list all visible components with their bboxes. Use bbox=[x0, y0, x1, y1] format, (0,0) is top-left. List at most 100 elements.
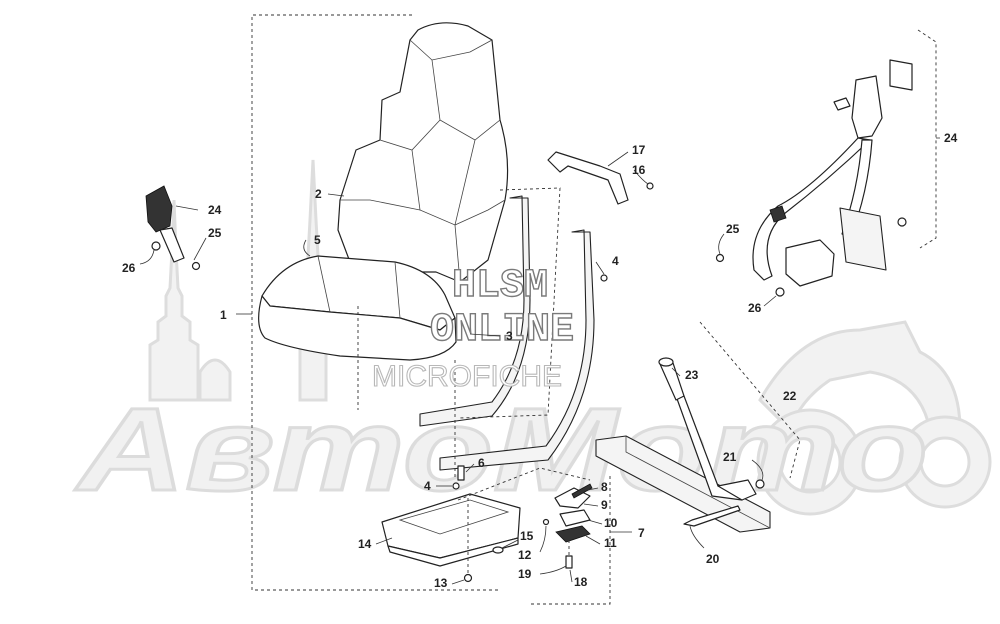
watermark-online: ONLINE bbox=[430, 308, 574, 353]
retractor-housing bbox=[785, 239, 835, 287]
leader-17 bbox=[607, 151, 629, 167]
leader-3 bbox=[469, 333, 501, 337]
leader-8 bbox=[587, 487, 599, 491]
latch-hardware bbox=[530, 476, 611, 605]
slide-rail-edge bbox=[625, 436, 771, 529]
seat-frame-left-rail bbox=[419, 195, 531, 427]
callout-22: 22 bbox=[783, 389, 797, 403]
callout-20: 20 bbox=[706, 552, 720, 566]
arm-group-dash bbox=[699, 321, 801, 479]
bolt-25-right bbox=[715, 253, 725, 263]
seat-back bbox=[337, 22, 509, 283]
seat-back-crease-low bbox=[454, 224, 461, 283]
watermark-skyline bbox=[148, 199, 200, 402]
seat-cushion-side bbox=[258, 295, 457, 361]
assembly-bracket bbox=[236, 14, 500, 591]
arm-bracket bbox=[717, 479, 757, 501]
callout-9: 9 bbox=[601, 498, 608, 512]
buckle-assembly-left bbox=[145, 185, 201, 271]
latch-11 bbox=[555, 525, 591, 543]
belt-tongue bbox=[769, 205, 787, 223]
bolt-20 bbox=[683, 505, 741, 527]
watermark-site-text: HLSM ONLINE MICROFICHE bbox=[371, 263, 574, 393]
grommet-15 bbox=[492, 546, 504, 554]
upper-anchor bbox=[851, 75, 883, 139]
leader-5 bbox=[303, 239, 311, 257]
bolt-6 bbox=[457, 465, 465, 481]
callout-2: 2 bbox=[315, 187, 322, 201]
callout-3: 3 bbox=[506, 329, 513, 343]
leader-10 bbox=[587, 519, 603, 525]
base-plate-side bbox=[387, 537, 519, 567]
bolt-25-left bbox=[191, 261, 201, 271]
rivet-18 bbox=[565, 555, 573, 569]
leader-18 bbox=[569, 569, 573, 583]
seat-back-crease-panel bbox=[411, 139, 476, 226]
seat-back-crease-top bbox=[409, 39, 493, 61]
leader-25-right bbox=[718, 233, 725, 255]
leader-25-left bbox=[193, 237, 207, 261]
nut-4-upper bbox=[600, 274, 608, 282]
lever-8 bbox=[571, 483, 593, 499]
callout-17: 17 bbox=[632, 143, 646, 157]
callout-1: 1 bbox=[220, 308, 227, 322]
seat-cushion-seam-2 bbox=[394, 261, 401, 319]
leader-12 bbox=[539, 525, 547, 553]
anchor-bolt bbox=[833, 97, 851, 111]
callout-5: 5 bbox=[314, 233, 321, 247]
leader-26-right bbox=[763, 295, 777, 307]
leader-2 bbox=[327, 193, 345, 197]
callout-7: 7 bbox=[638, 526, 645, 540]
watermark-microfiche: MICROFICHE bbox=[372, 360, 562, 393]
cap-23 bbox=[658, 357, 674, 367]
bracket-17-body bbox=[547, 151, 629, 205]
seat-cushion bbox=[258, 255, 457, 361]
nut-4-lower bbox=[452, 482, 460, 490]
leader-16 bbox=[633, 169, 649, 185]
leader-14 bbox=[375, 537, 393, 545]
leader-11 bbox=[585, 535, 601, 545]
retractor-bracket-dash bbox=[917, 29, 937, 249]
leader-23 bbox=[671, 367, 681, 377]
callout-25-right: 25 bbox=[726, 222, 740, 236]
seat-frame-right-rail bbox=[439, 229, 595, 471]
callout-4-lower: 4 bbox=[424, 479, 431, 493]
leader-19 bbox=[539, 565, 567, 575]
spacer-10 bbox=[559, 509, 591, 527]
buckle-24-body bbox=[145, 185, 173, 233]
bracket-line-1 bbox=[251, 14, 500, 591]
seat-back-shell bbox=[337, 22, 509, 283]
base-plate bbox=[381, 465, 591, 583]
watermark-front-hub bbox=[778, 430, 842, 494]
latch-bracket-dash bbox=[530, 476, 611, 605]
bolt-13 bbox=[463, 573, 473, 583]
callout-18: 18 bbox=[574, 575, 588, 589]
retractor-mount-plate bbox=[889, 59, 913, 91]
callout-21: 21 bbox=[723, 450, 737, 464]
callout-11: 11 bbox=[604, 536, 617, 550]
watermark-rear-hub bbox=[919, 436, 971, 488]
callout-15: 15 bbox=[520, 529, 534, 543]
leader-26-left bbox=[139, 249, 155, 265]
leader-4-upper bbox=[595, 261, 605, 275]
retractor-nut bbox=[897, 217, 907, 227]
nut-26-left bbox=[151, 241, 161, 251]
callout-23: 23 bbox=[685, 368, 699, 382]
seat-back-crease-mid bbox=[431, 59, 501, 141]
leader-24-left bbox=[175, 205, 199, 211]
callout-25-left: 25 bbox=[208, 226, 222, 240]
nut-26-right bbox=[775, 287, 785, 297]
callout-10: 10 bbox=[604, 516, 618, 530]
callout-12: 12 bbox=[518, 548, 532, 562]
seat-frame bbox=[357, 187, 595, 478]
leader-9 bbox=[583, 503, 599, 507]
base-plate-link-dash bbox=[457, 467, 591, 501]
callout-8: 8 bbox=[601, 480, 608, 494]
screw-16 bbox=[646, 182, 654, 190]
leader-6 bbox=[465, 463, 475, 473]
callout-16: 16 bbox=[632, 163, 646, 177]
callout-14: 14 bbox=[358, 537, 372, 551]
bracket-17 bbox=[547, 151, 654, 205]
